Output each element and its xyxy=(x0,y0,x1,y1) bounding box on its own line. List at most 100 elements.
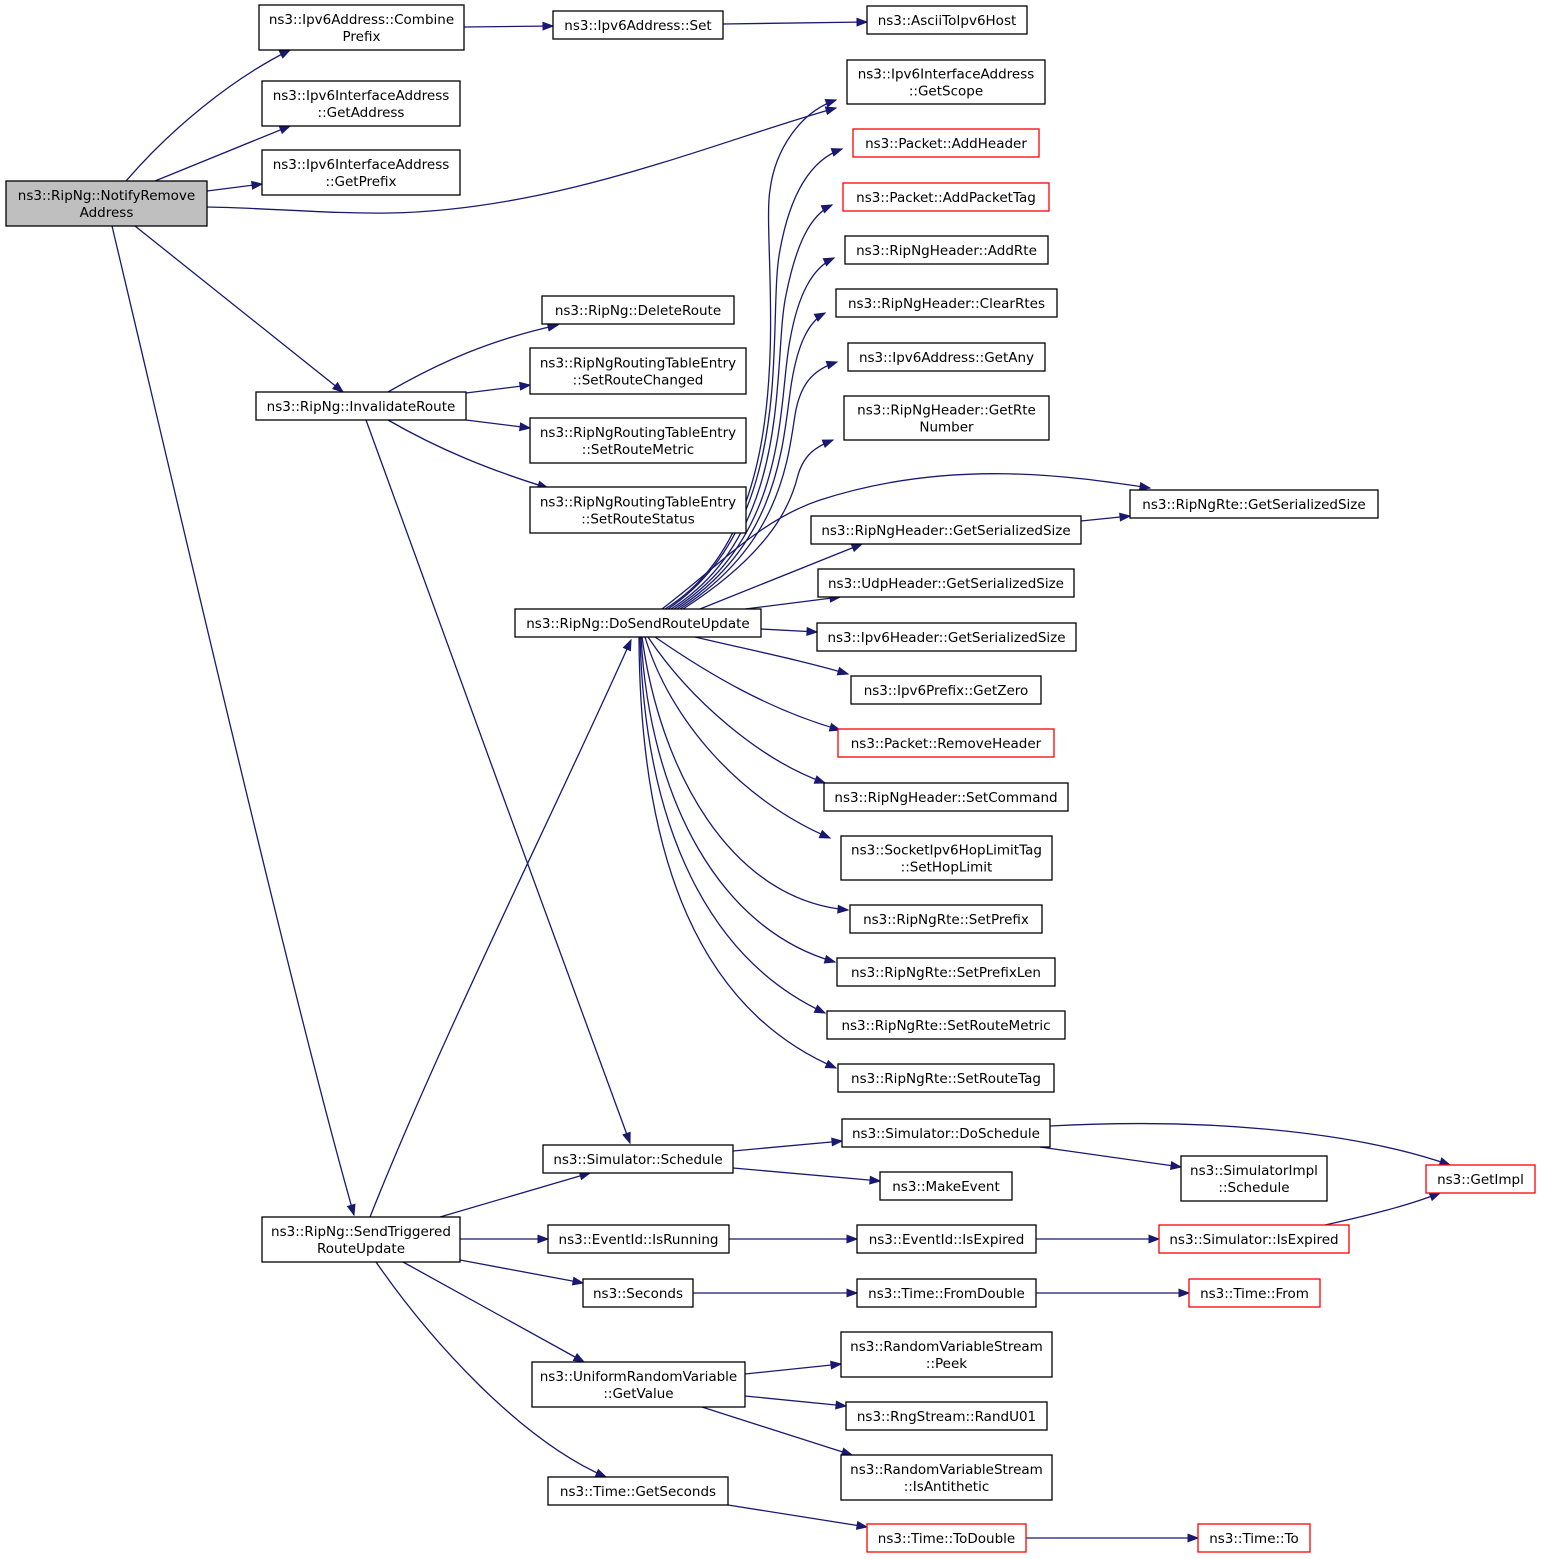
node-label: ns3::RipNgRoutingTableEntry xyxy=(540,495,736,511)
node-get-any[interactable]: ns3::Ipv6Address::GetAny xyxy=(847,342,1046,372)
node-add-header[interactable]: ns3::Packet::AddHeader xyxy=(852,128,1040,158)
node-label: ns3::Ipv6InterfaceAddress xyxy=(858,67,1035,83)
node-label: ns3::RipNgRte::SetPrefix xyxy=(863,912,1029,928)
arrowhead-icon xyxy=(837,904,850,914)
edge-line xyxy=(439,1172,591,1218)
node-label: ns3::RipNgRte::SetPrefixLen xyxy=(851,965,1041,981)
edge-invalidate-route-to-set-route-status xyxy=(387,419,550,490)
node-label: ns3::Ipv6Address::Set xyxy=(564,18,711,34)
node-box xyxy=(255,391,467,421)
node-box xyxy=(1188,1278,1321,1308)
node-uniform-get-value[interactable]: ns3::UniformRandomVariable::GetValue xyxy=(531,1361,746,1408)
node-time-from[interactable]: ns3::Time::From xyxy=(1188,1278,1321,1308)
node-ipv6-set[interactable]: ns3::Ipv6Address::Set xyxy=(552,10,724,40)
node-get-prefix[interactable]: ns3::Ipv6InterfaceAddress::GetPrefix xyxy=(261,149,461,196)
node-to-double[interactable]: ns3::Time::ToDouble xyxy=(866,1523,1027,1553)
node-is-antithetic[interactable]: ns3::RandomVariableStream::IsAntithetic xyxy=(840,1454,1053,1501)
node-rte-get-serialized-size[interactable]: ns3::RipNgRte::GetSerializedSize xyxy=(1129,489,1379,519)
edge-line xyxy=(682,439,834,610)
node-set-command[interactable]: ns3::RipNgHeader::SetCommand xyxy=(823,782,1069,812)
edge-seconds-to-from-double xyxy=(693,1288,859,1298)
edge-line xyxy=(744,596,841,610)
edge-ipv6-set-to-ascii-to-ipv6-host xyxy=(722,17,869,27)
node-set-route-metric[interactable]: ns3::RipNgRoutingTableEntry::SetRouteMet… xyxy=(529,417,747,464)
node-add-rte[interactable]: ns3::RipNgHeader::AddRte xyxy=(844,235,1049,265)
node-hdr-get-serialized-size[interactable]: ns3::RipNgHeader::GetSerializedSize xyxy=(810,515,1082,545)
node-sim-is-expired[interactable]: ns3::Simulator::IsExpired xyxy=(1158,1224,1350,1254)
node-box xyxy=(1158,1224,1350,1254)
node-get-impl[interactable]: ns3::GetImpl xyxy=(1425,1164,1536,1194)
node-invalidate-route[interactable]: ns3::RipNg::InvalidateRoute xyxy=(255,391,467,421)
node-set-hop-limit[interactable]: ns3::SocketIpv6HopLimitTag::SetHopLimit xyxy=(840,835,1053,881)
node-set-prefix-len[interactable]: ns3::RipNgRte::SetPrefixLen xyxy=(836,957,1056,987)
node-label: ns3::RipNgHeader::ClearRtes xyxy=(848,296,1045,312)
node-get-seconds[interactable]: ns3::Time::GetSeconds xyxy=(547,1476,729,1506)
node-do-schedule[interactable]: ns3::Simulator::DoSchedule xyxy=(841,1118,1051,1148)
edge-do-send-route-update-to-set-prefix xyxy=(641,636,850,914)
edge-send-triggered-to-schedule xyxy=(439,1171,592,1218)
node-label: ns3::EventId::IsExpired xyxy=(869,1232,1025,1248)
node-set-route-changed[interactable]: ns3::RipNgRoutingTableEntry::SetRouteCha… xyxy=(529,347,747,395)
node-get-zero[interactable]: ns3::Ipv6Prefix::GetZero xyxy=(850,675,1042,705)
arrowhead-icon xyxy=(1138,481,1152,491)
node-label: ns3::UdpHeader::GetSerializedSize xyxy=(828,576,1064,592)
edge-line xyxy=(387,324,559,393)
arrowhead-icon xyxy=(813,1004,827,1014)
node-label: ns3::Time::To xyxy=(1209,1531,1299,1547)
node-ipv6-get-serialized-size[interactable]: ns3::Ipv6Header::GetSerializedSize xyxy=(816,622,1077,652)
arrowhead-icon xyxy=(1169,1161,1183,1171)
node-remove-header[interactable]: ns3::Packet::RemoveHeader xyxy=(837,728,1055,758)
edge-notify-remove-to-get-prefix xyxy=(206,180,264,192)
node-make-event[interactable]: ns3::MakeEvent xyxy=(879,1171,1013,1201)
arrowhead-icon xyxy=(571,1276,585,1286)
node-do-send-route-update[interactable]: ns3::RipNg::DoSendRouteUpdate xyxy=(514,608,762,638)
node-from-double[interactable]: ns3::Time::FromDouble xyxy=(856,1278,1037,1308)
node-time-to[interactable]: ns3::Time::To xyxy=(1197,1523,1311,1553)
node-label: ns3::Packet::RemoveHeader xyxy=(851,736,1042,752)
node-get-scope[interactable]: ns3::Ipv6InterfaceAddress::GetScope xyxy=(846,59,1046,105)
node-box xyxy=(817,568,1075,598)
arrowhead-icon xyxy=(828,722,842,732)
node-set-route-status[interactable]: ns3::RipNgRoutingTableEntry::SetRouteSta… xyxy=(529,486,747,534)
node-get-address[interactable]: ns3::Ipv6InterfaceAddress::GetAddress xyxy=(261,80,461,127)
node-schedule[interactable]: ns3::Simulator::Schedule xyxy=(542,1144,734,1174)
node-impl-schedule[interactable]: ns3::SimulatorImpl::Schedule xyxy=(1180,1155,1328,1202)
edge-line xyxy=(465,384,531,394)
node-label: ns3::RipNg::DeleteRoute xyxy=(555,303,721,319)
node-add-packet-tag[interactable]: ns3::Packet::AddPacketTag xyxy=(842,182,1050,212)
edge-do-send-route-update-to-rte-get-serialized-size xyxy=(661,473,1152,610)
node-is-running[interactable]: ns3::EventId::IsRunning xyxy=(547,1224,730,1254)
node-label: ns3::Packet::AddHeader xyxy=(865,136,1027,152)
edge-do-send-route-update-to-add-packet-tag xyxy=(670,204,834,610)
node-ascii-to-ipv6-host[interactable]: ns3::AsciiToIpv6Host xyxy=(866,5,1028,35)
node-peek[interactable]: ns3::RandomVariableStream::Peek xyxy=(840,1331,1053,1378)
edge-send-triggered-to-uniform-get-value xyxy=(402,1261,586,1363)
edges-layer xyxy=(111,17,1452,1543)
node-box xyxy=(552,10,724,40)
arrowhead-icon xyxy=(1119,512,1132,522)
node-set-route-tag[interactable]: ns3::RipNgRte::SetRouteTag xyxy=(837,1063,1055,1093)
edge-do-send-route-update-to-ipv6-get-serialized-size xyxy=(760,626,819,636)
node-udp-get-serialized-size[interactable]: ns3::UdpHeader::GetSerializedSize xyxy=(817,568,1075,598)
arrowhead-icon xyxy=(278,49,292,59)
arrowhead-icon xyxy=(836,666,850,676)
arrowhead-icon xyxy=(846,1234,859,1244)
edge-do-send-route-update-to-get-rte-number xyxy=(682,439,835,610)
node-rte-set-route-metric[interactable]: ns3::RipNgRte::SetRouteMetric xyxy=(826,1010,1066,1040)
edge-line xyxy=(402,1261,585,1363)
arrowhead-icon xyxy=(542,21,555,31)
node-delete-route[interactable]: ns3::RipNg::DeleteRoute xyxy=(541,295,735,325)
node-set-prefix[interactable]: ns3::RipNgRte::SetPrefix xyxy=(849,904,1043,934)
node-clear-rtes[interactable]: ns3::RipNgHeader::ClearRtes xyxy=(835,288,1058,318)
node-seconds[interactable]: ns3::Seconds xyxy=(582,1278,694,1308)
node-rand-u01[interactable]: ns3::RngStream::RandU01 xyxy=(845,1401,1048,1431)
edge-line xyxy=(638,636,837,1069)
arrowhead-icon xyxy=(830,1360,843,1370)
node-event-is-expired[interactable]: ns3::EventId::IsExpired xyxy=(856,1224,1037,1254)
edge-event-is-expired-to-sim-is-expired xyxy=(1036,1234,1161,1244)
